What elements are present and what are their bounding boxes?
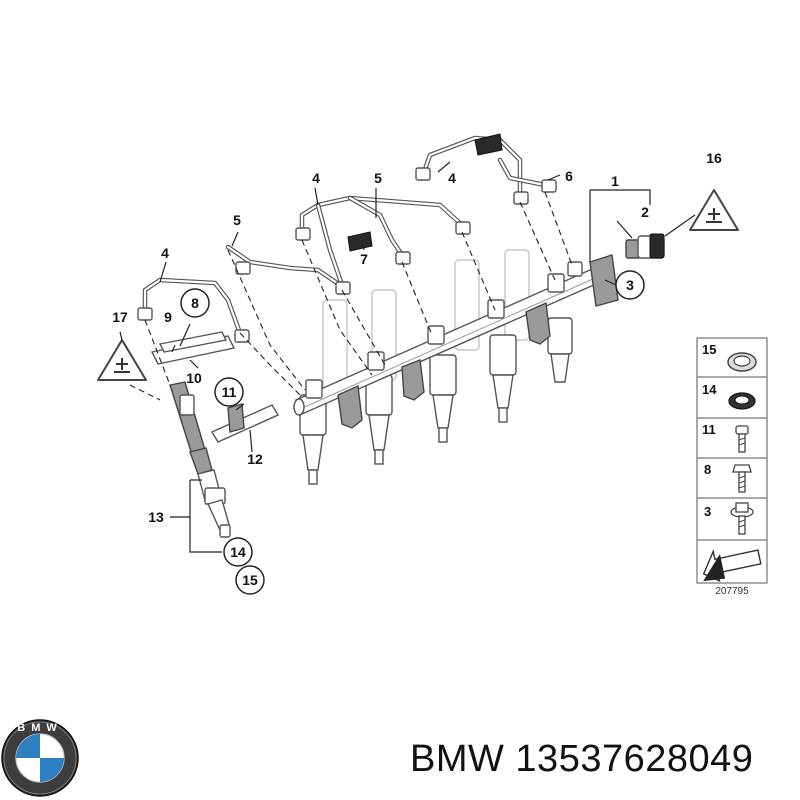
warning-triangle-16 bbox=[689, 189, 739, 231]
fuel-injector bbox=[429, 354, 457, 443]
callout-13: 13 bbox=[148, 509, 164, 525]
legend-item-8: 8 bbox=[704, 462, 711, 477]
flange-bolt-icon bbox=[730, 502, 754, 535]
legend-item-3: 3 bbox=[704, 504, 711, 519]
legend-item-11: 11 bbox=[702, 422, 716, 437]
parts-legend: 15 14 11 8 3 bbox=[696, 337, 768, 597]
bolt-icon bbox=[735, 425, 749, 453]
circled-callouts bbox=[180, 270, 645, 595]
callout-6: 6 bbox=[565, 168, 573, 184]
bmw-logo-letters: BMW bbox=[17, 722, 63, 734]
fuel-injector bbox=[365, 374, 393, 465]
bmw-logo: BMW bbox=[1, 719, 79, 797]
callout-4-left: 4 bbox=[161, 245, 169, 261]
legend-item-14: 14 bbox=[702, 382, 717, 397]
leader-lines bbox=[119, 161, 696, 553]
legend-item-15: 15 bbox=[702, 342, 716, 357]
seal-ring-icon bbox=[727, 352, 757, 372]
callout-16: 16 bbox=[706, 150, 722, 166]
brand-part-number: BMW 13537628049 bbox=[410, 738, 754, 780]
callout-4-right: 4 bbox=[448, 170, 456, 186]
wiring-harness-parts bbox=[150, 331, 280, 443]
callout-12: 12 bbox=[247, 451, 263, 467]
callout-11: 11 bbox=[222, 384, 237, 400]
callout-8: 8 bbox=[191, 295, 199, 311]
injector-assembly bbox=[169, 381, 231, 538]
callout-9: 9 bbox=[164, 309, 172, 325]
o-ring-icon bbox=[728, 392, 756, 410]
callout-3: 3 bbox=[626, 277, 634, 293]
callout-5-left: 5 bbox=[233, 212, 241, 228]
fuel-rail bbox=[293, 254, 619, 429]
warning-triangle-17 bbox=[97, 339, 147, 381]
direction-arrow-icon bbox=[702, 549, 762, 582]
callout-15: 15 bbox=[242, 572, 258, 588]
callout-4-middle: 4 bbox=[312, 170, 320, 186]
callout-1: 1 bbox=[611, 173, 619, 189]
callout-14: 14 bbox=[230, 544, 246, 560]
pipe-clamps bbox=[347, 133, 503, 252]
callout-labels: 1 2 3 4 4 4 5 5 6 7 8 9 10 11 12 13 14 1… bbox=[112, 150, 722, 588]
callout-2: 2 bbox=[641, 204, 649, 220]
callout-5-middle: 5 bbox=[374, 170, 382, 186]
fuel-injector bbox=[489, 334, 517, 423]
fuel-injector bbox=[547, 317, 573, 383]
bolt-icon bbox=[732, 464, 752, 493]
callout-7: 7 bbox=[360, 251, 368, 267]
diagram-reference-number: 207795 bbox=[715, 586, 749, 597]
pressure-sensor bbox=[625, 233, 665, 259]
callout-17: 17 bbox=[112, 309, 128, 325]
callout-10: 10 bbox=[186, 370, 202, 386]
